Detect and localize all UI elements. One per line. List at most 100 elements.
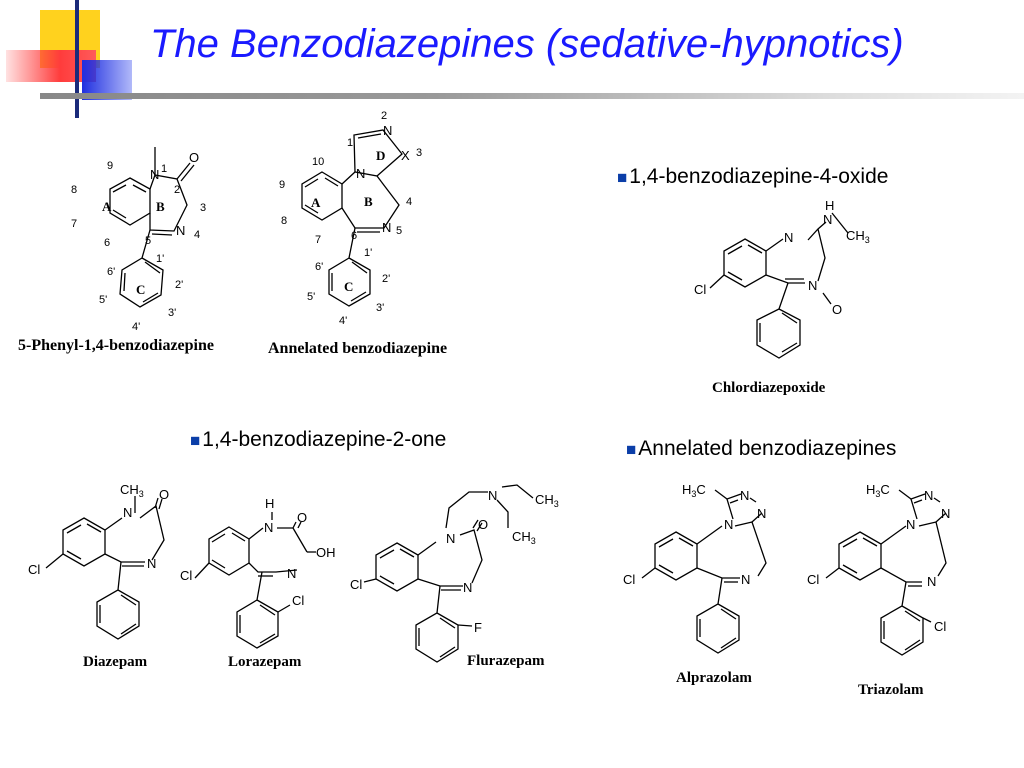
bullet-marker: ■ <box>190 431 201 450</box>
tri-n-right: N <box>941 506 950 521</box>
dz-ch3-ch: CH <box>120 482 139 497</box>
phenyl-num-3p: 3' <box>168 307 176 319</box>
phenyl-num-8: 8 <box>71 184 77 196</box>
dz-n1: N <box>123 505 132 520</box>
cdp-n4: N <box>808 278 817 293</box>
ring-label-c: C <box>136 282 145 297</box>
fz-ch3-bottom: CH3 <box>512 529 536 546</box>
lz-cl2: Cl <box>292 593 304 608</box>
annel-num-6: 6 <box>351 230 357 242</box>
phenyl-num-6: 6 <box>104 237 110 249</box>
lz-h: H <box>265 496 274 511</box>
bullet-annelated: ■Annelated benzodiazepines <box>626 437 896 461</box>
cdp-o: O <box>832 302 842 317</box>
dz-ch3-sub: 3 <box>139 489 144 499</box>
bullet-marker: ■ <box>626 440 637 459</box>
ring-label-b: B <box>364 194 373 209</box>
annel-num-6p: 6' <box>315 261 323 273</box>
caption-annelated: Annelated benzodiazepine <box>268 340 448 357</box>
annel-x: X <box>401 148 410 163</box>
alp-n4: N <box>741 572 750 587</box>
dz-cl: Cl <box>28 562 40 577</box>
title-underline <box>40 93 1024 99</box>
annel-num-8: 8 <box>281 215 287 227</box>
tri-n-top: N <box>924 488 933 503</box>
alp-h3c: H3C <box>682 482 706 499</box>
cdp-n1: N <box>784 230 793 245</box>
annel-num-3: 3 <box>416 147 422 159</box>
annel-num-10: 10 <box>312 156 324 168</box>
lz-cl: Cl <box>180 568 192 583</box>
dz-o: O <box>159 487 169 502</box>
bullet-annelated-label: Annelated benzodiazepines <box>638 437 897 460</box>
caption-flurazepam: Flurazepam <box>467 653 545 669</box>
alp-n-top: N <box>740 488 749 503</box>
fz-ch3-top-sub: 3 <box>554 499 559 509</box>
tri-h3c-c: C <box>880 482 889 497</box>
fz-o: O <box>478 517 488 532</box>
fz-f: F <box>474 620 482 635</box>
alp-h3c-c: C <box>696 482 705 497</box>
annel-num-5: 5 <box>396 225 402 237</box>
cdp-nh-h: H <box>825 198 834 213</box>
caption-triazolam: Triazolam <box>858 682 924 698</box>
annel-num-9: 9 <box>279 179 285 191</box>
tri-n-ring: N <box>906 517 915 532</box>
ring-label-c: C <box>344 279 353 294</box>
annel-num-2: 2 <box>381 110 387 122</box>
caption-alprazolam: Alprazolam <box>676 670 752 686</box>
annel-num-1: 1 <box>347 137 353 149</box>
dz-ch3: CH3 <box>120 482 144 499</box>
phenyl-num-4p: 4' <box>132 321 140 333</box>
fz-n4: N <box>463 580 472 595</box>
cdp-cl: Cl <box>694 282 706 297</box>
alp-h3c-sub: 3 <box>691 489 696 499</box>
dz-n4: N <box>147 556 156 571</box>
annel-n-top: N <box>356 166 365 181</box>
fz-ch3-top-ch: CH <box>535 492 554 507</box>
deco-red-square <box>6 50 96 82</box>
annel-num-5p: 5' <box>307 291 315 303</box>
lz-n4: N <box>287 566 296 581</box>
phenyl-num-4: 4 <box>194 229 200 241</box>
bullet-two-one: ■1,4-benzodiazepine-2-one <box>190 428 446 452</box>
cdp-ch3: CH3 <box>846 228 870 245</box>
corner-decoration <box>0 0 140 120</box>
annel-num-7: 7 <box>315 234 321 246</box>
phenyl-n1: N <box>150 167 159 182</box>
phenyl-n4: N <box>176 223 185 238</box>
fz-n-amine: N <box>488 488 497 503</box>
alp-h3c-h: H <box>682 482 691 497</box>
cdp-nh-n: N <box>823 212 832 227</box>
phenyl-num-6p: 6' <box>107 266 115 278</box>
annel-num-2p: 2' <box>382 273 390 285</box>
bullet-oxide-label: 1,4-benzodiazepine-4-oxide <box>629 165 889 188</box>
ring-label-d: D <box>376 148 385 163</box>
tri-cl: Cl <box>807 572 819 587</box>
fz-ch3-bottom-sub: 3 <box>531 536 536 546</box>
caption-lorazepam: Lorazepam <box>228 654 302 670</box>
fz-ch3-bottom-ch: CH <box>512 529 531 544</box>
alp-n-right: N <box>757 506 766 521</box>
tri-h3c-sub: 3 <box>875 489 880 499</box>
phenyl-num-9: 9 <box>107 160 113 172</box>
annel-n5: N <box>382 220 391 235</box>
annel-num-1p: 1' <box>364 247 372 259</box>
tri-n4: N <box>927 574 936 589</box>
fz-n1: N <box>446 531 455 546</box>
annel-n2: N <box>383 123 392 138</box>
ring-label-a: A <box>311 195 321 210</box>
caption-chlordiazepoxide: Chlordiazepoxide <box>712 380 826 396</box>
annel-num-3p: 3' <box>376 302 384 314</box>
phenyl-num-5p: 5' <box>99 294 107 306</box>
cdp-ch3-ch: CH <box>846 228 865 243</box>
caption-phenyl: 5-Phenyl-1,4-benzodiazepine <box>18 337 214 354</box>
phenyl-num-1: 1 <box>161 163 167 175</box>
annel-num-4p: 4' <box>339 315 347 327</box>
caption-diazepam: Diazepam <box>83 654 148 670</box>
